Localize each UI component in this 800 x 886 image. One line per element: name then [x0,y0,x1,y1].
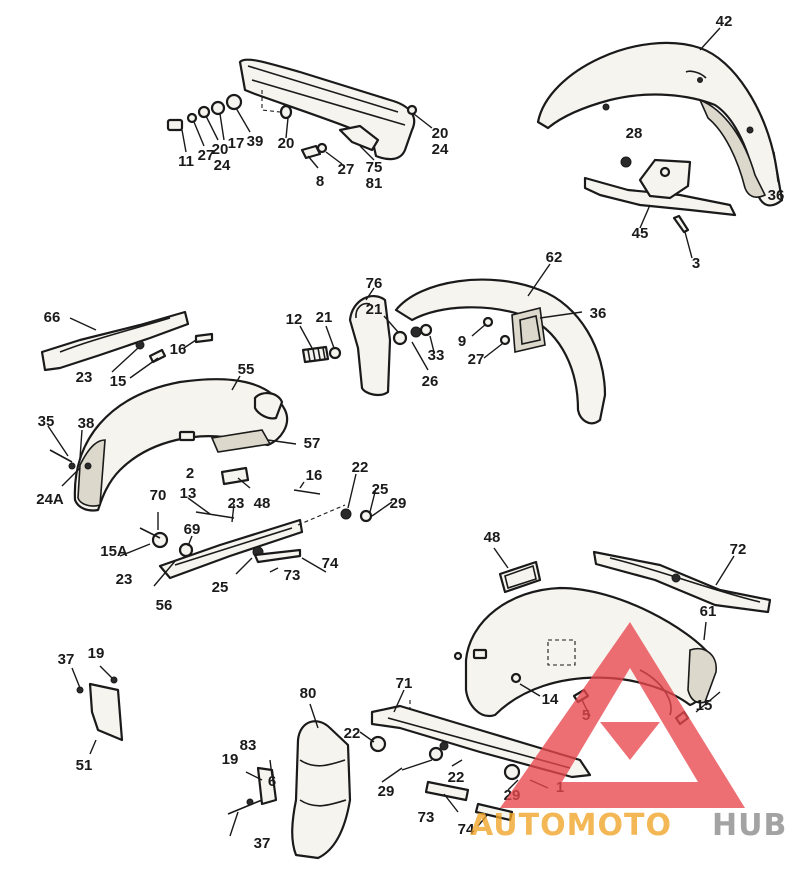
automotohub-logo: AUTOMOTO HUB [470,622,787,843]
callout-9: 9 [458,333,466,350]
callout-17: 17 [228,135,245,152]
callout-15-a: 15 [110,373,127,390]
shield-80 [227,703,352,860]
callout-70: 70 [150,487,167,504]
callout-16-b: 16 [306,467,323,484]
callout-66: 66 [44,309,61,326]
callout-48-b: 48 [484,529,501,546]
callout-20-c: 20 [432,125,449,142]
callout-22-b: 22 [344,725,361,742]
callout-42: 42 [716,13,733,30]
rail-56 [119,466,393,587]
callout-38: 38 [78,415,95,432]
callout-62: 62 [546,249,563,266]
callout-22-a: 22 [352,459,369,476]
callout-33: 33 [428,347,445,364]
callout-29-a: 29 [390,495,407,512]
rail-66 [40,310,214,379]
callout-27-a: 27 [198,147,215,164]
callout-71: 71 [396,675,413,692]
callout-35: 35 [38,413,55,430]
callout-56: 56 [156,597,173,614]
callout-69: 69 [184,521,201,538]
callout-45: 45 [632,225,649,242]
callout-6: 6 [268,773,276,790]
logo-text-hub: HUB [712,808,787,843]
callout-24-a: 24 [214,157,231,174]
callout-27-c: 27 [468,351,485,368]
callout-11: 11 [178,153,194,170]
callout-24-b: 24 [432,141,449,158]
callout-48-a: 48 [254,495,271,512]
callout-73-a: 73 [284,567,301,584]
front-fender-42 [536,27,784,207]
callout-16-a: 16 [170,341,187,358]
callout-72: 72 [730,541,747,558]
callout-21-a: 21 [316,309,333,326]
callout-27-b: 27 [338,161,355,178]
reflector-48 [493,547,542,594]
callout-14: 14 [542,691,559,708]
callout-23-b: 23 [228,495,245,512]
callout-8: 8 [316,173,324,190]
nut-28 [620,156,632,168]
callout-24A: 24A [36,491,64,508]
callout-15-b: 15 [696,697,713,714]
fender-62 [394,263,607,425]
fender-bracket-45 [583,158,737,259]
callout-73-b: 73 [418,809,435,826]
callout-74-b: 74 [458,821,475,838]
callout-36-mid: 36 [590,305,607,322]
fender-rail-assembly [166,58,433,169]
callout-37-b: 37 [254,835,271,852]
rail-72 [592,550,772,614]
washer-group-21-33 [383,315,435,371]
callout-25-b: 25 [212,579,229,596]
callout-26: 26 [422,373,439,390]
callout-22-c: 22 [448,769,465,786]
callout-20-a: 20 [212,141,229,158]
callout-61: 61 [700,603,717,620]
callout-19-a: 19 [88,645,105,662]
callout-28: 28 [626,125,643,142]
callout-74-a: 74 [322,555,339,572]
callout-2: 2 [186,465,194,482]
callout-3: 3 [692,255,700,272]
callout-51: 51 [76,757,93,774]
callout-83: 83 [240,737,257,754]
callout-80: 80 [300,685,317,702]
callout-36-top: 36 [768,187,785,204]
callout-13: 13 [180,485,197,502]
callout-25-a: 25 [372,481,389,498]
mudflap-76 [348,287,392,397]
callout-75: 75 [366,159,383,176]
callout-23-a: 23 [76,369,93,386]
logo-text-automoto: AUTOMOTO [470,808,672,843]
logo-triangle-icon [500,622,745,808]
plate-51 [71,665,124,755]
callout-81: 81 [366,175,383,192]
callout-20-b: 20 [278,135,295,152]
rear-fender-55 [47,375,297,512]
callout-15A: 15A [100,543,128,560]
callout-21-b: 21 [366,301,383,318]
bolt-12 [299,325,342,364]
callout-29-b: 29 [378,783,395,800]
callout-37-a: 37 [58,651,75,668]
callout-23-c: 23 [116,571,133,588]
callout-55: 55 [238,361,255,378]
callout-19-b: 19 [222,751,239,768]
callout-12: 12 [286,311,303,328]
callout-39: 39 [247,133,264,150]
callout-76: 76 [366,275,383,292]
callout-57: 57 [304,435,321,452]
